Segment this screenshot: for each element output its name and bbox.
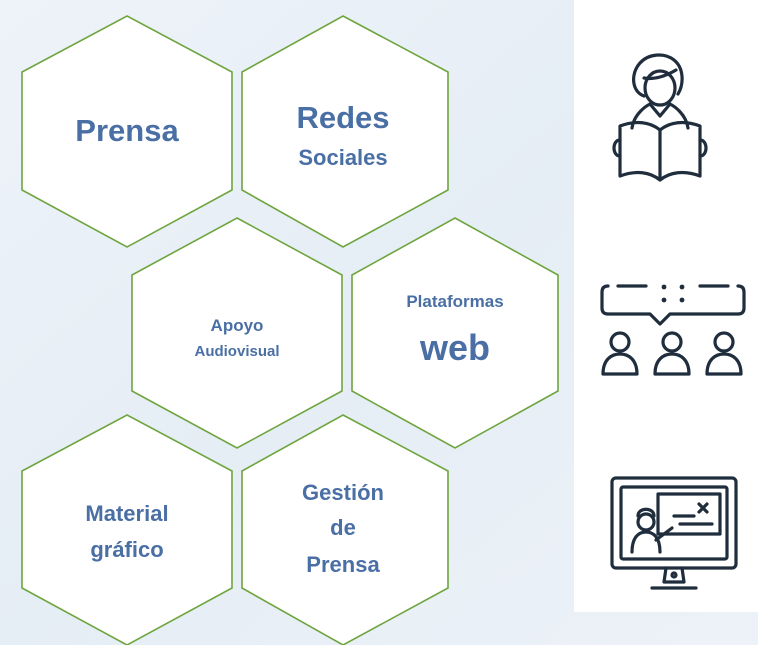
- hex-material-grafico[interactable]: Material gráfico: [21, 414, 233, 645]
- hex-redes-sociales-line1: Redes: [296, 100, 389, 135]
- hex-gestion-prensa-line1: Gestión: [302, 480, 384, 505]
- hex-apoyo-audiovisual-line2: Audiovisual: [194, 343, 279, 360]
- reader-icon: [612, 53, 708, 182]
- hex-gestion-prensa-line3: Prensa: [306, 552, 380, 577]
- hex-apoyo-audiovisual[interactable]: Apoyo Audiovisual: [131, 217, 343, 449]
- online-teacher-icon: [610, 476, 738, 590]
- hex-material-grafico-line2: gráfico: [90, 537, 163, 562]
- hex-redes-sociales-line2: Sociales: [298, 145, 387, 170]
- hex-material-grafico-line1: Material: [85, 501, 168, 526]
- discussion-group-icon: [600, 284, 746, 376]
- hex-prensa-label: Prensa: [75, 113, 179, 148]
- hex-plataformas-web-line1: Plataformas: [406, 292, 503, 311]
- hex-plataformas-web-line2: web: [419, 327, 490, 368]
- hex-plataformas-web[interactable]: Plataformas web: [351, 217, 559, 449]
- hex-apoyo-audiovisual-line1: Apoyo: [211, 316, 264, 335]
- hex-prensa[interactable]: Prensa: [21, 15, 233, 248]
- hex-redes-sociales[interactable]: Redes Sociales: [241, 15, 449, 248]
- hex-gestion-prensa-line2: de: [330, 515, 356, 540]
- hex-gestion-prensa[interactable]: Gestión de Prensa: [241, 414, 449, 645]
